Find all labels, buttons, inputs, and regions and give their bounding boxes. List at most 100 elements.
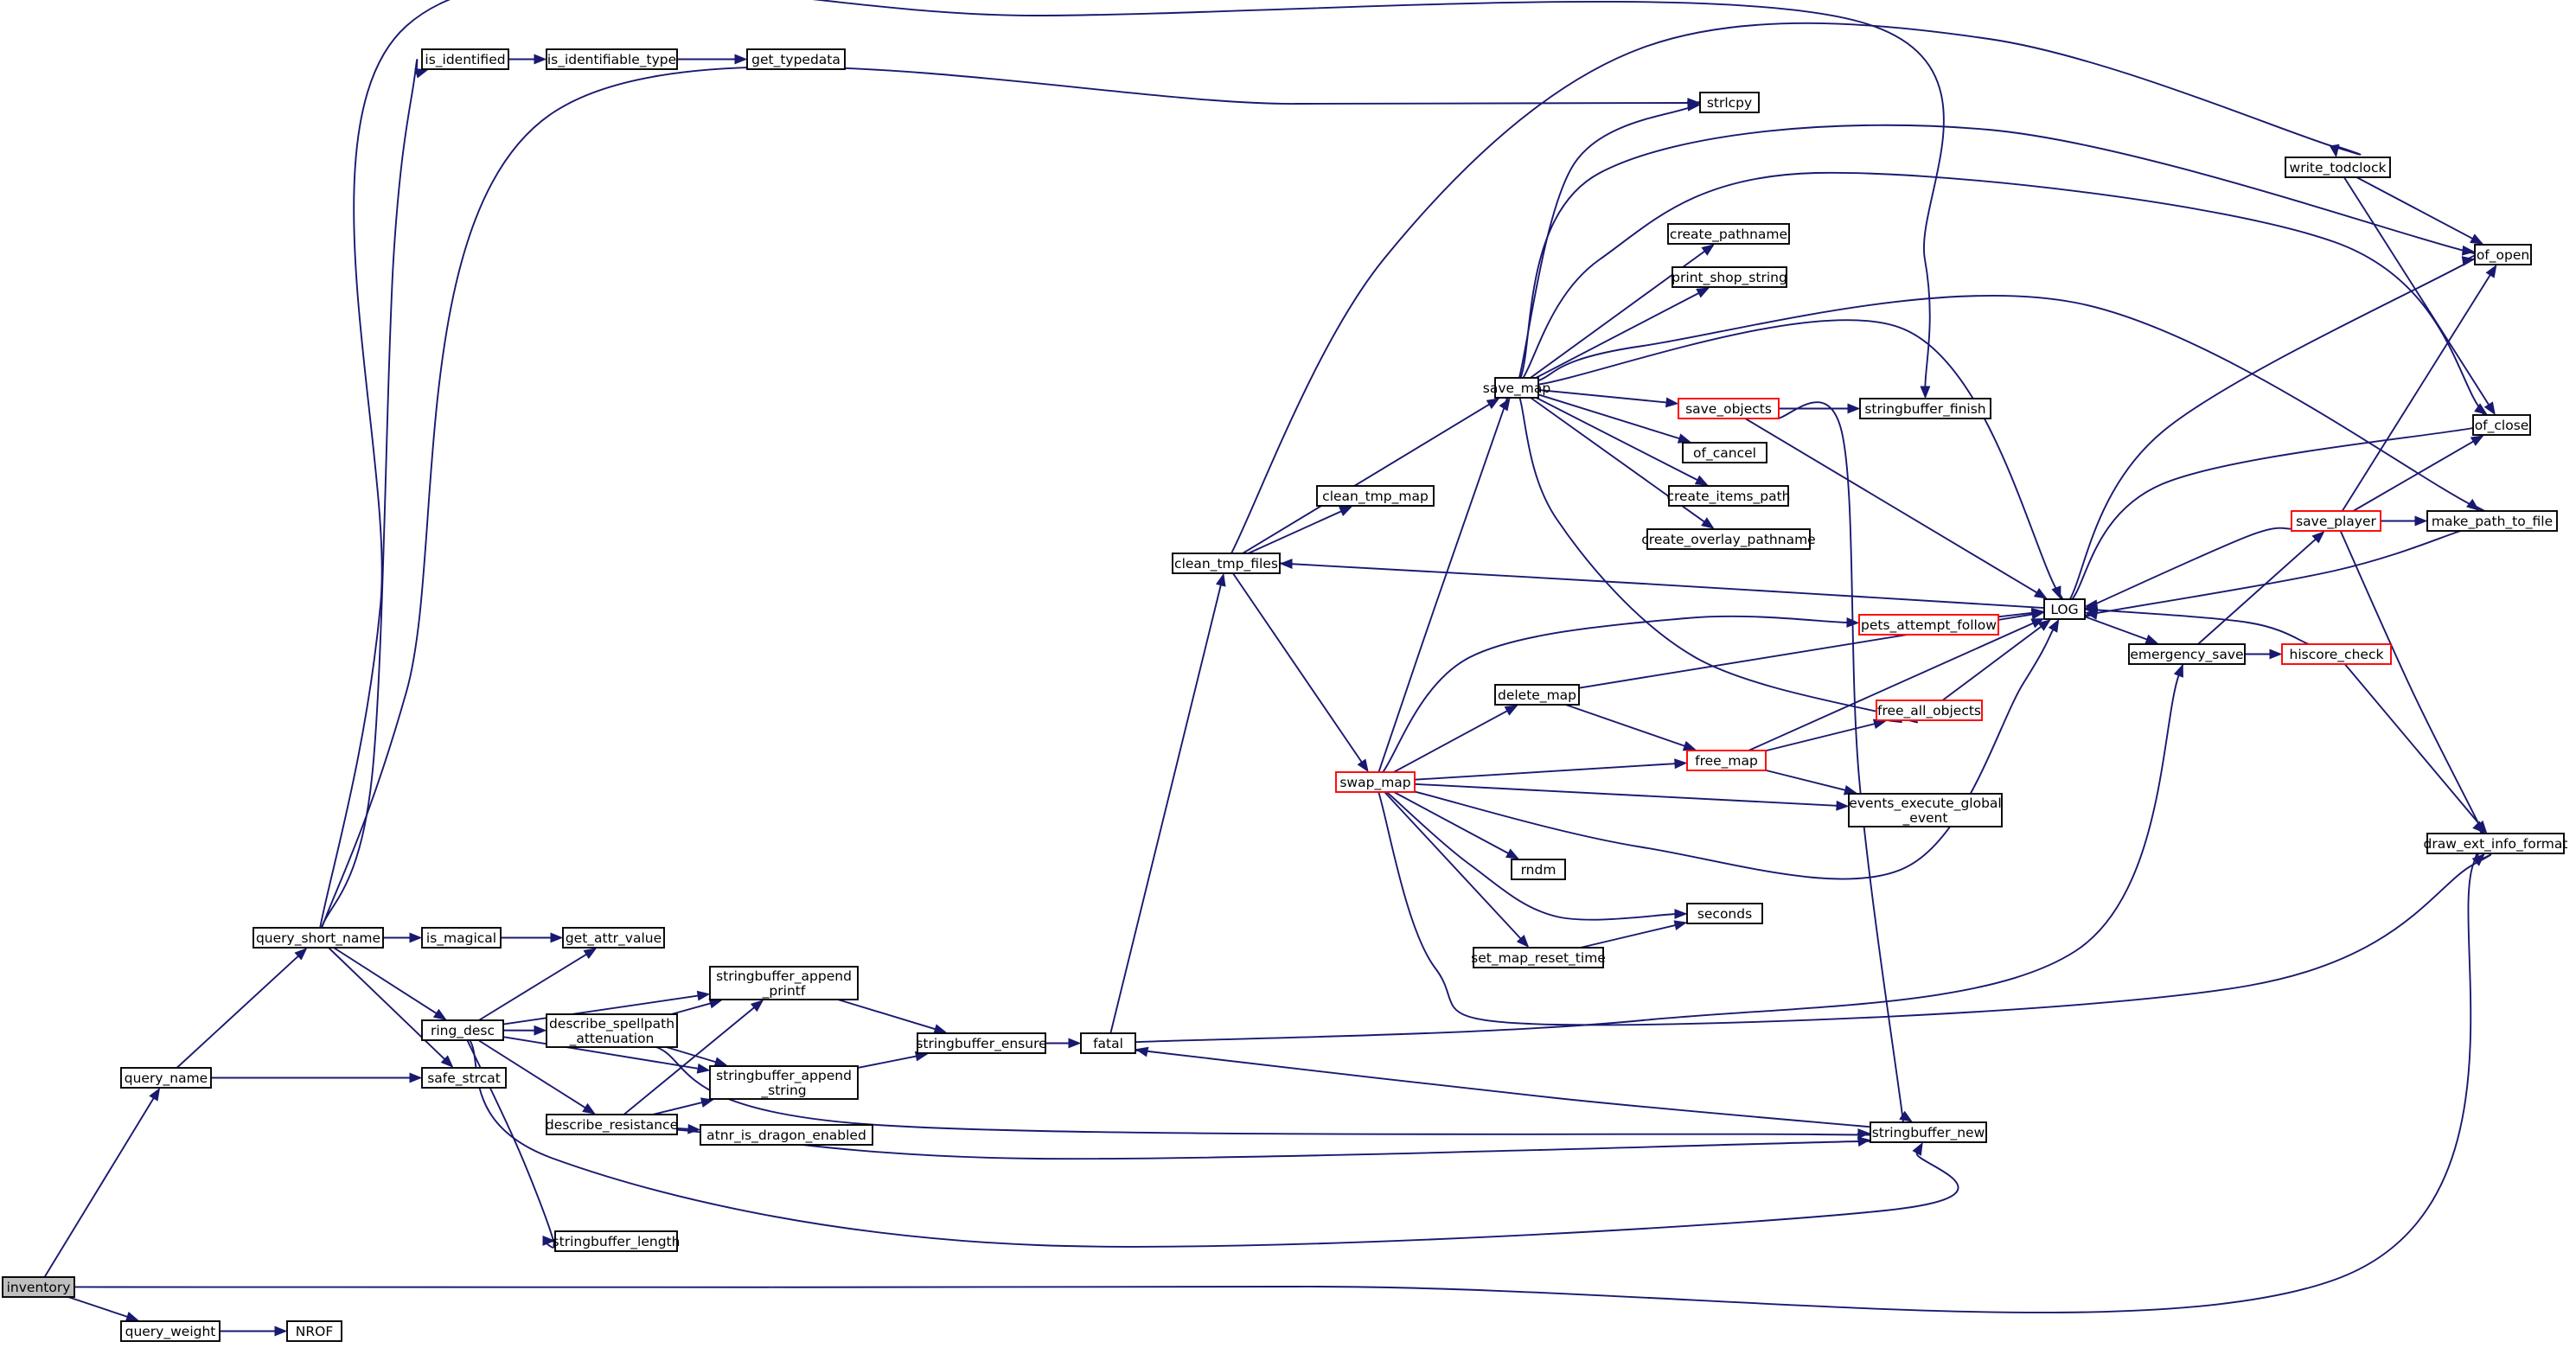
node-query-short-name[interactable]: query_short_name [252,927,384,949]
node-label: emergency_save [2130,647,2243,663]
node-get-attr-value[interactable]: get_attr_value [562,927,665,949]
node-label: clean_tmp_files [1174,556,1278,572]
node-pets-attempt-follow[interactable]: pets_attempt_follow [1858,614,1999,636]
edge-save_player-to-of_close [2352,435,2484,512]
node-safe-strcat[interactable]: safe_strcat [421,1067,507,1089]
edge-line [320,58,419,929]
edge-arrowhead [583,948,598,960]
node-free-all-objects[interactable]: free_all_objects [1876,700,1983,721]
node-free-map[interactable]: free_map [1686,750,1767,771]
node-label: is_identifiable_type [547,52,676,68]
edge-arrowhead [1701,244,1715,256]
node-stringbuffer-ensure[interactable]: stringbuffer_ensure [916,1032,1047,1054]
node-label: NROF [296,1324,334,1339]
node-save-player[interactable]: save_player [2291,510,2381,532]
node-save-objects[interactable]: save_objects [1678,398,1780,419]
node-fatal[interactable]: fatal [1080,1032,1136,1054]
edge-write_todclock-to-of_close [2343,176,2496,416]
node-get-typedata[interactable]: get_typedata [746,48,846,70]
edge-arrowhead [696,990,711,1001]
node-seconds[interactable]: seconds [1686,903,1763,924]
edge-arrowhead [1920,386,1931,399]
node-is-identified[interactable]: is_identified [421,48,509,70]
node-stringbuffer-append-printf[interactable]: stringbuffer_append_printf [709,966,859,1000]
edge-arrowhead [409,932,423,943]
node-hiscore-check[interactable]: hiscore_check [2281,643,2392,665]
edge-arrowhead [1499,397,1511,412]
node-rndm[interactable]: rndm [1511,859,1566,880]
node-create-overlay-pathname[interactable]: create_overlay_pathname [1641,528,1816,550]
node-label: safe_strcat [427,1070,501,1087]
edge-line [1748,622,2034,751]
edge-line [1384,791,1522,940]
node-query-weight[interactable]: query_weight [120,1320,221,1342]
node-label: swap_map [1339,775,1410,791]
node-describe-resistance[interactable]: describe_resistance [546,1114,678,1135]
node-LOG[interactable]: LOG [2043,598,2086,620]
node-NROF[interactable]: NROF [286,1320,342,1342]
edge-arrowhead [582,1102,596,1115]
node-box [1686,750,1767,771]
node-create-items-path[interactable]: create_items_path [1666,485,1791,507]
node-ring-desc[interactable]: ring_desc [421,1019,504,1041]
node-save-map[interactable]: save_map [1483,377,1550,399]
node-make-path-to-file[interactable]: make_path_to_file [2426,510,2558,532]
node-strlcpy[interactable]: strlcpy [1699,92,1760,113]
edge-query_weight-to-NROF [220,1326,288,1337]
node-inventory[interactable]: inventory [2,1276,75,1298]
edge-line [623,1006,755,1115]
node-box [1699,92,1760,113]
node-print-shop-string[interactable]: print_shop_string [1672,266,1787,288]
node-is-magical[interactable]: is_magical [421,927,502,949]
edge-ring_desc-to-get_attr_value [478,948,598,1021]
node-stringbuffer-length[interactable]: stringbuffer_length [553,1230,681,1252]
node-of-open[interactable]: of_open [2474,244,2532,265]
node-events-execute-global-event[interactable]: events_execute_global_event [1848,793,2003,827]
node-box [1678,398,1780,419]
edge-save_objects-to-LOG [1744,418,2048,599]
node-box [120,1067,212,1089]
node-box [700,1124,873,1146]
edge-line [1414,763,1676,781]
node-label: describe_spellpath [549,1016,674,1032]
node-stringbuffer-append-string[interactable]: stringbuffer_append_string [709,1065,859,1100]
edge-line [333,947,438,1014]
node-clean-tmp-map[interactable]: clean_tmp_map [1316,485,1435,507]
node-delete-map[interactable]: delete_map [1494,684,1580,706]
edge-save_map-to-print_shop_string [1535,287,1710,379]
edge-line [1522,171,2493,424]
node-is-identifiable-type[interactable]: is_identifiable_type [546,48,678,70]
node-write-todclock[interactable]: write_todclock [2285,157,2391,178]
node-of-cancel[interactable]: of_cancel [1682,442,1767,463]
edge-line [1765,769,1846,791]
edge-describe_spellpath_attenuation-to-stringbuffer_append_printf [670,998,723,1015]
node-create-pathname[interactable]: create_pathname [1667,223,1790,245]
edge-save_map-to-create_pathname [1530,244,1715,379]
node-label: pets_attempt_follow [1861,617,1997,634]
node-box [2285,157,2391,178]
edge-arrowhead [2470,435,2484,446]
edge-line [1535,292,1699,379]
node-atnr-is-dragon-enabled[interactable]: atnr_is_dragon_enabled [700,1124,873,1146]
node-emergency-save[interactable]: emergency_save [2128,643,2246,665]
edge-make_path_to_file-to-LOG [2074,530,2461,620]
node-of-close[interactable]: of_close [2472,414,2531,436]
edge-query_short_name-to-safe_strcat [328,947,454,1068]
edge-line [502,994,699,1025]
node-swap-map[interactable]: swap_map [1335,771,1416,793]
node-describe-spellpath-attenuation[interactable]: describe_spellpath_attenuation [546,1013,678,1048]
node-set-map-reset-time[interactable]: set_map_reset_time [1471,947,1606,968]
node-stringbuffer-new[interactable]: stringbuffer_new [1870,1121,1987,1143]
edge-query_short_name-to-is_identified [320,58,429,929]
node-box [1646,528,1811,550]
edge-swap_map-to-delete_map [1393,705,1518,773]
edge-line [1565,704,1685,747]
node-draw-ext-info-format[interactable]: draw_ext_info_format [2424,833,2568,854]
node-label: seconds [1697,906,1752,922]
node-box [2128,643,2246,665]
node-query-name[interactable]: query_name [120,1067,212,1089]
node-label: stringbuffer_new [1872,1125,1985,1141]
node-box [709,1065,859,1100]
node-stringbuffer-finish[interactable]: stringbuffer_finish [1859,398,1991,419]
node-clean-tmp-files[interactable]: clean_tmp_files [1172,553,1281,574]
